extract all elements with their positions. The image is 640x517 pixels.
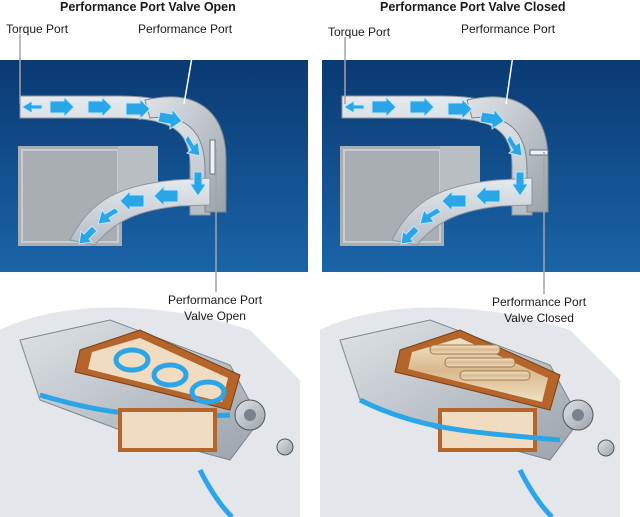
right-valve-label: Performance Port Valve Closed <box>492 294 586 326</box>
left-valve-label: Performance Port Valve Open <box>168 292 262 324</box>
right-valve-label-line2: Valve Closed <box>504 311 574 325</box>
left-valve-label-line2: Valve Open <box>184 309 246 323</box>
left-torque-port-label: Torque Port <box>6 22 69 36</box>
left-panel-title: Performance Port Valve Open <box>60 0 236 14</box>
right-panel-title: Performance Port Valve Closed <box>380 0 566 14</box>
left-performance-port-label: Performance Port <box>138 22 233 36</box>
left-cutaway-illustration <box>0 307 300 517</box>
left-airflow-diagram <box>0 33 308 292</box>
left-valve-label-line1: Performance Port <box>168 293 263 307</box>
right-cutaway-illustration <box>320 307 620 517</box>
right-airflow-diagram <box>322 33 640 294</box>
right-valve-label-line1: Performance Port <box>492 295 587 309</box>
right-torque-port-label: Torque Port <box>328 25 391 39</box>
right-performance-port-label: Performance Port <box>461 22 556 36</box>
